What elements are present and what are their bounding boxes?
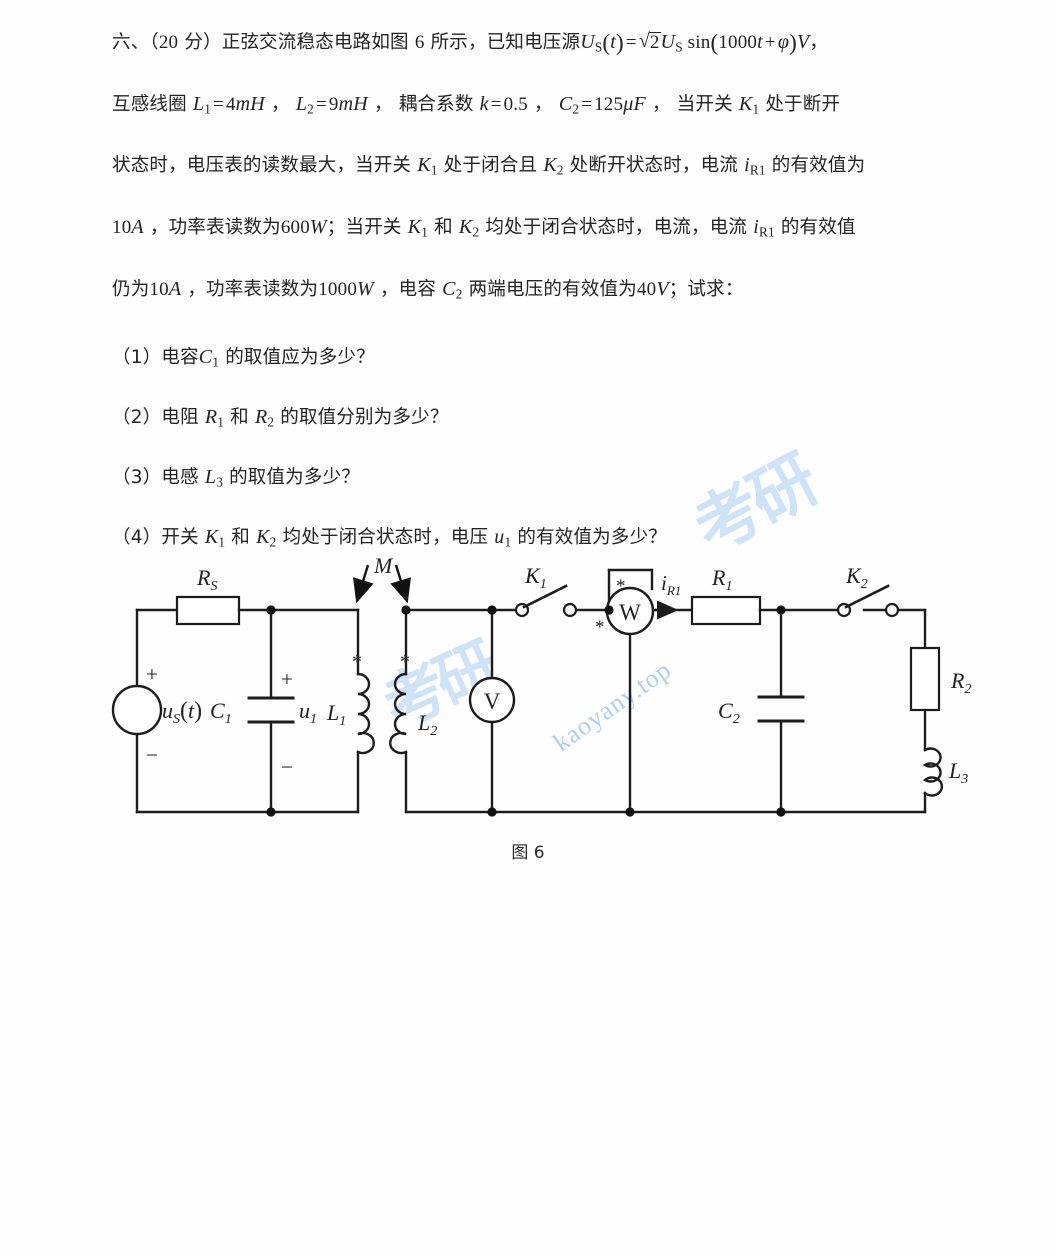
label-R2: R2 bbox=[950, 668, 971, 697]
resistor-Rs bbox=[175, 595, 241, 626]
paragraph-2: 互感线圈 L1=4mH ， L2=9mH ， 耦合系数 k=0.5 ， C2=1… bbox=[112, 92, 841, 117]
label-u1-minus: − bbox=[281, 755, 293, 779]
switch-K1-blade bbox=[522, 584, 568, 609]
switch-K1-right-terminal bbox=[562, 602, 578, 618]
resistor-R1 bbox=[690, 595, 762, 626]
question-1: （1）电容C1 的取值应为多少？ bbox=[112, 346, 375, 371]
problem-text-block: 六、（20 分）正弦交流稳态电路如图 6 所示，已知电压源US(t)=2US s… bbox=[112, 13, 952, 569]
dot-mark-W-top: * bbox=[616, 576, 626, 597]
switch-K2-left-terminal bbox=[836, 602, 852, 618]
mutual-coupling-arrows bbox=[352, 564, 412, 604]
question-4: （4）开关 K1 和 K2 均处于闭合状态时，电压 u1 的有效值为多少？ bbox=[112, 525, 667, 550]
label-wattmeter: W bbox=[619, 600, 641, 625]
paragraph-1: 六、（20 分）正弦交流稳态电路如图 6 所示，已知电压源US(t)=2US s… bbox=[112, 13, 952, 76]
label-u1: u1 bbox=[299, 698, 317, 727]
switch-K2-blade bbox=[844, 584, 890, 609]
dot-mark-W-side: * bbox=[595, 617, 605, 638]
label-Rs: RS bbox=[196, 565, 217, 594]
paragraph-5: 仍为10A ，功率表读数为1000W ，电容 C2 两端电压的有效值为40V；试… bbox=[112, 277, 744, 302]
switch-K2-right-terminal bbox=[884, 602, 900, 618]
figure-caption: 图 6 bbox=[511, 843, 545, 863]
paragraph-4: 10A ，功率表读数为600W；当开关 K1 和 K2 均处于闭合状态时，电流，… bbox=[112, 216, 856, 240]
voltage-source-symbol bbox=[111, 684, 163, 736]
label-source-plus: + bbox=[146, 662, 158, 686]
label-u1-plus: + bbox=[281, 667, 293, 691]
resistor-R2 bbox=[909, 646, 941, 712]
junction-dots bbox=[266, 605, 786, 817]
inductor-L1 bbox=[356, 672, 375, 755]
watermark-cjk-mid: 考研 bbox=[372, 629, 505, 743]
paragraph-3: 状态时，电压表的读数最大，当开关 K1 处于闭合且 K2 处断开状态时，电流 i… bbox=[112, 154, 866, 179]
wattmeter-symbol bbox=[605, 586, 655, 636]
circuit-labels: RS M uS(t) + − C1 + u1 − L1 * L2 * V K1 … bbox=[146, 553, 971, 787]
label-C2: C2 bbox=[718, 698, 740, 727]
label-L3: L3 bbox=[948, 758, 968, 787]
label-source-minus: − bbox=[146, 743, 158, 767]
label-L1: L1 bbox=[326, 700, 346, 729]
label-iR1: iR1 bbox=[661, 571, 681, 598]
question-3: （3）电感 L3 的取值为多少？ bbox=[112, 465, 360, 490]
label-C1: C1 bbox=[210, 698, 232, 727]
dot-mark-L1: * bbox=[352, 651, 362, 673]
question-2: （2）电阻 R1 和 R2 的取值分别为多少？ bbox=[112, 406, 449, 430]
label-us: uS(t) bbox=[162, 698, 202, 727]
circuit-wires bbox=[111, 568, 944, 814]
switch-K1-left-terminal bbox=[514, 602, 530, 618]
inductor-L3 bbox=[922, 747, 944, 797]
watermark-url: kaoyany.top bbox=[547, 654, 677, 758]
